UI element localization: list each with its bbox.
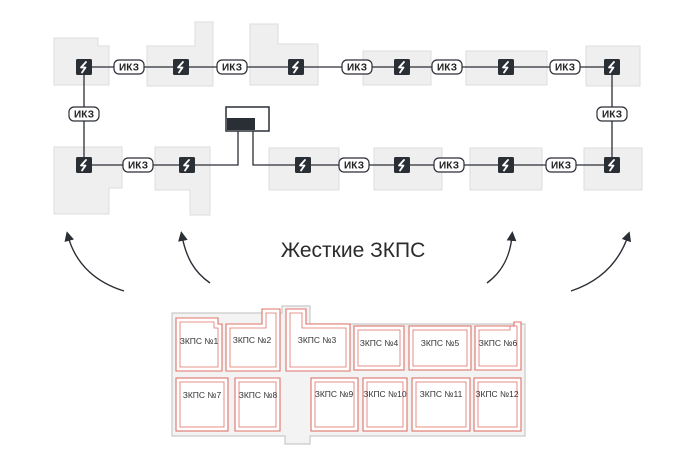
zone-outline: [408, 325, 472, 371]
zone-outline: [310, 377, 359, 432]
ikz-badge: ИКЗ: [596, 106, 628, 122]
zone-labels: ЗКПС №1 ЗКПС №2 ЗКПС №3 ЗКПС №4 ЗКПС №5 …: [180, 335, 519, 400]
isolator-device-icon: [393, 156, 411, 174]
arrow-icon: [486, 231, 517, 284]
arrow-icon: [178, 231, 211, 284]
zone-outline: [175, 317, 223, 372]
ikz-text: ИКЗ: [128, 161, 148, 172]
ikz-badge: ИКЗ: [341, 59, 373, 75]
isolator-device-icon: [294, 156, 312, 174]
ikz-text: ИКЗ: [602, 110, 622, 121]
ikz-badge: ИКЗ: [122, 157, 154, 173]
arrows: [64, 231, 632, 292]
controller-link-right: [252, 130, 303, 166]
zone-inner-lines: [179, 312, 518, 428]
ikz-text: ИКЗ: [347, 63, 367, 74]
floor-plan: ЗКПС №1 ЗКПС №2 ЗКПС №3 ЗКПС №4 ЗКПС №5 …: [171, 305, 526, 445]
ikz-badge: ИКЗ: [545, 157, 577, 173]
building-block: [249, 23, 319, 86]
ikz-badge: ИКЗ: [338, 157, 370, 173]
ikz-text: ИКЗ: [555, 63, 575, 74]
zone-label: ЗКПС №1: [180, 336, 219, 346]
ikz-text: ИКЗ: [74, 110, 94, 121]
building-block: [146, 21, 214, 87]
building-block: [154, 146, 211, 216]
control-panel: [225, 106, 270, 132]
isolator-device-icon: [75, 156, 93, 174]
isolator-device-icon: [603, 156, 621, 174]
isolator-device-icon: [178, 156, 196, 174]
isolator-device-icon: [287, 58, 305, 76]
isolator-device-icon: [75, 58, 93, 76]
isolator-device-icon: [497, 58, 515, 76]
zone-outline: [234, 377, 281, 432]
zone-label: ЗКПС №2: [233, 335, 272, 345]
controller-link-left: [187, 130, 239, 166]
ikz-text: ИКЗ: [119, 63, 139, 74]
zone-outline: [411, 377, 471, 432]
ikz-text: ИКЗ: [439, 161, 459, 172]
zone-label: ЗКПС №4: [360, 338, 399, 348]
ikz-badge: ИКЗ: [431, 59, 463, 75]
arrow-icon: [64, 231, 125, 292]
ikz-badge: ИКЗ: [113, 59, 145, 75]
zone-outlines: [175, 308, 522, 432]
zone-outline: [473, 377, 522, 432]
buildings-top: [53, 21, 643, 216]
zone-label: ЗКПС №5: [421, 338, 460, 348]
zone-label: ЗКПС №12: [475, 389, 519, 399]
zone-outline: [175, 377, 229, 432]
isolator-device-icon: [497, 156, 515, 174]
arrow-icon: [570, 231, 632, 292]
building-block: [53, 146, 123, 215]
zone-outline: [362, 377, 408, 432]
ikz-text: ИКЗ: [437, 63, 457, 74]
ikz-badge: ИКЗ: [549, 59, 581, 75]
zone-outline: [353, 325, 405, 371]
zone-label: ЗКПС №3: [298, 335, 337, 345]
ikz-text: ИКЗ: [344, 161, 364, 172]
isolator-device-icon: [393, 58, 411, 76]
diagram-title: Жесткие ЗКПС: [281, 239, 426, 262]
zone-label: ЗКПС №6: [479, 338, 518, 348]
ikz-badge: ИКЗ: [216, 59, 248, 75]
ikz-badge: ИКЗ: [433, 157, 465, 173]
isolator-device-icon: [603, 58, 621, 76]
zone-label: ЗКПС №9: [315, 389, 354, 399]
zone-label: ЗКПС №7: [183, 390, 222, 400]
zone-label: ЗКПС №8: [239, 390, 278, 400]
zone-outline: [225, 308, 281, 372]
zone-label: ЗКПС №11: [420, 389, 463, 399]
ikz-text: ИКЗ: [551, 161, 571, 172]
isolator-device-icon: [172, 58, 190, 76]
ikz-labels: ИКЗ ИКЗ ИКЗ ИКЗ ИКЗ ИКЗ ИКЗ ИКЗ ИКЗ ИКЗ …: [68, 59, 628, 173]
zone-label: ЗКПС №10: [363, 389, 407, 399]
ikz-text: ИКЗ: [222, 63, 242, 74]
ikz-badge: ИКЗ: [68, 106, 100, 122]
